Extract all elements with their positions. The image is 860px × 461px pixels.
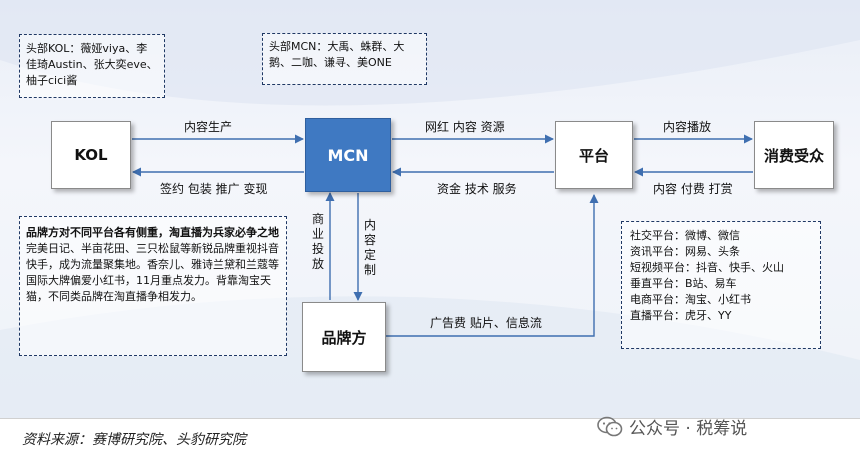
platform-item: 资讯平台：网易、头条 <box>630 245 740 258</box>
note-brand-body: 完美日记、半亩花田、三只松鼠等新锐品牌重视抖音快手，成为流量聚集地。香奈儿、雅诗… <box>26 242 279 303</box>
platform-item: 垂直平台：B站、易车 <box>630 277 737 290</box>
platform-item: 社交平台：微博、微信 <box>630 229 740 242</box>
platform-item: 电商平台：淘宝、小红书 <box>630 293 751 306</box>
note-top-kol: 头部KOL：薇娅viya、李佳琦Austin、张大奕eve、柚子cici酱 <box>19 34 165 98</box>
label-platform-to-mcn: 资金 技术 服务 <box>437 182 517 196</box>
node-brand: 品牌方 <box>302 302 386 372</box>
diagram-arrows <box>132 134 753 337</box>
note-platform-list: 社交平台：微博、微信 资讯平台：网易、头条 短视频平台：抖音、快手、火山 垂直平… <box>621 221 821 349</box>
node-mcn: MCN <box>305 118 391 192</box>
label-platform-to-consumer: 内容播放 <box>663 120 712 134</box>
node-consumer: 消费受众 <box>754 121 834 189</box>
label-mcn-to-brand: 内容定制 <box>363 218 376 277</box>
label-mcn-to-platform: 网红 内容 资源 <box>425 120 505 134</box>
source-note: 资料来源：赛博研究院、头豹研究院 <box>22 432 246 448</box>
diagram-canvas: KOL MCN 平台 消费受众 品牌方 头部KOL：薇娅viya、李佳琦Aust… <box>0 0 860 418</box>
footer-divider <box>0 418 860 419</box>
note-brand-heading: 品牌方对不同平台各有侧重，淘直播为兵家必争之地 <box>26 226 279 239</box>
node-platform: 平台 <box>555 121 633 189</box>
watermark-text: 公众号 · 税筹说 <box>629 419 748 439</box>
platform-item: 短视频平台：抖音、快手、火山 <box>630 261 784 274</box>
label-kol-to-mcn: 内容生产 <box>184 120 233 134</box>
label-brand-to-platform: 广告费 贴片、信息流 <box>430 316 542 330</box>
note-brand-strategy: 品牌方对不同平台各有侧重，淘直播为兵家必争之地 完美日记、半亩花田、三只松鼠等新… <box>19 216 287 356</box>
platform-item: 直播平台：虎牙、YY <box>630 309 732 322</box>
note-top-mcn: 头部MCN：大禹、蛛群、大鹅、二咖、谦寻、美ONE <box>262 33 427 85</box>
label-mcn-to-kol: 签约 包装 推广 变现 <box>160 182 268 196</box>
label-brand-to-mcn: 商业投放 <box>311 212 324 271</box>
wechat-icon <box>597 416 623 436</box>
node-kol: KOL <box>51 121 131 189</box>
arrow-brand-to-platform <box>386 194 599 337</box>
label-consumer-to-platform: 内容 付费 打赏 <box>653 182 733 196</box>
watermark: 公众号 · 税筹说 <box>597 414 747 439</box>
